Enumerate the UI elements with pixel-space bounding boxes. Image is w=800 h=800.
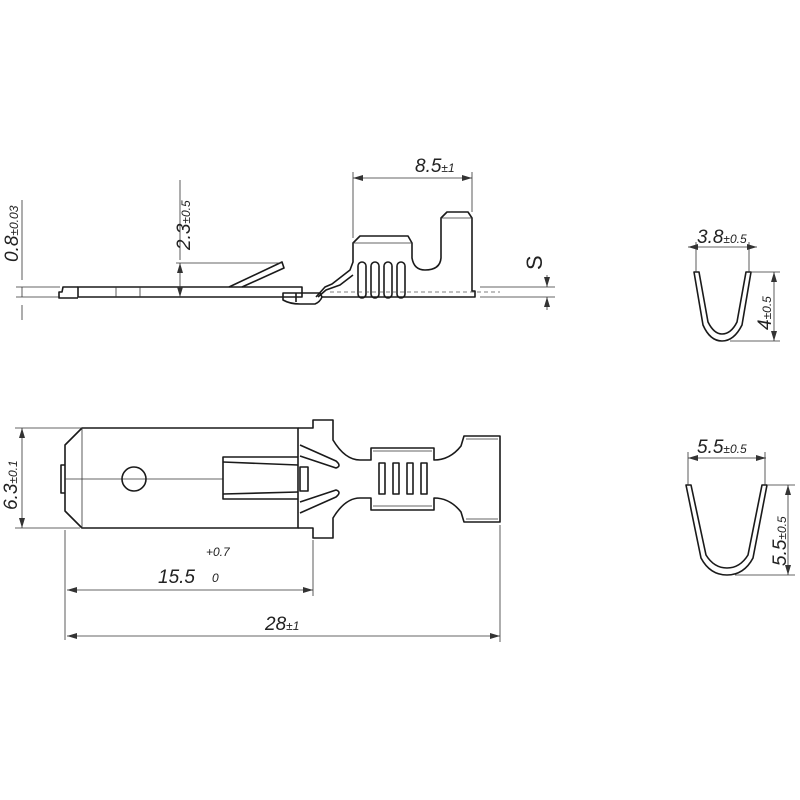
rib	[392, 462, 400, 495]
crimp-barrel-side	[315, 211, 476, 298]
rib	[378, 462, 386, 495]
rib	[357, 261, 367, 299]
dim-conductor-width-label: 5.5±0.5	[697, 437, 747, 458]
barrel-arms	[299, 444, 340, 514]
barrel-edges	[373, 438, 498, 520]
top-view: 6.3±0.1 15.5 +0.7 0 28±1	[1, 419, 501, 642]
dim-insulation-width-label: 3.8±0.5	[697, 227, 747, 248]
receptacle-body	[64, 427, 299, 529]
dim-15.5-extensions	[64, 530, 314, 640]
blade-hidden-lines	[115, 287, 141, 297]
dim-receptacle-length-label: 15.5	[158, 567, 195, 588]
dim-receptacle-length-upper-tol: +0.7	[206, 545, 231, 559]
crimp-ribs-top	[378, 462, 428, 495]
spring-tab	[222, 461, 309, 495]
conductor-crimp-section: 5.5±0.5 5.5±0.5	[685, 437, 795, 576]
dim-receptacle-length-lower-tol: 0	[212, 571, 219, 585]
blade-tip	[58, 286, 78, 299]
dim-s-extensions	[480, 286, 555, 298]
rib	[383, 261, 393, 299]
blade-outline	[77, 286, 303, 298]
dim-insulation-height-label: 4±0.5	[755, 296, 776, 330]
rib	[370, 261, 380, 299]
locking-hole	[121, 466, 147, 492]
dim-overall-length-label: 28±1	[264, 614, 299, 635]
material-thickness-label: S	[522, 255, 547, 270]
dim-2.3-extension	[176, 180, 282, 264]
dim-0.8-extensions	[16, 200, 60, 320]
side-view: 0.8±0.03 2.3±0.5 8.5±1 S	[2, 156, 555, 320]
u-profile-large	[685, 484, 768, 576]
chamfer-lines	[353, 217, 472, 244]
dim-conductor-height-label: 5.5±0.5	[770, 516, 791, 566]
dim-tab-height-label: 2.3±0.5	[174, 200, 195, 251]
locking-tab	[228, 261, 285, 288]
crimp-ribs	[357, 261, 406, 299]
u-profile-small	[693, 271, 752, 342]
dim-8.5-extensions	[352, 172, 473, 238]
crimp-ramp	[317, 274, 354, 298]
dim-6.3-extensions	[15, 427, 82, 529]
rib	[406, 462, 414, 495]
dim-thickness-label: 0.8±0.03	[2, 205, 23, 262]
insulation-crimp-section: 3.8±0.5 4±0.5	[688, 227, 780, 342]
receptacle-nub	[60, 464, 65, 494]
rib	[420, 462, 428, 495]
transition	[282, 292, 323, 305]
crimp-outline	[298, 419, 501, 539]
dim-width-label: 6.3±0.1	[1, 460, 22, 510]
rib	[396, 261, 406, 299]
dim-crimp-length-label: 8.5±1	[415, 156, 455, 177]
spring-slot	[222, 456, 298, 500]
